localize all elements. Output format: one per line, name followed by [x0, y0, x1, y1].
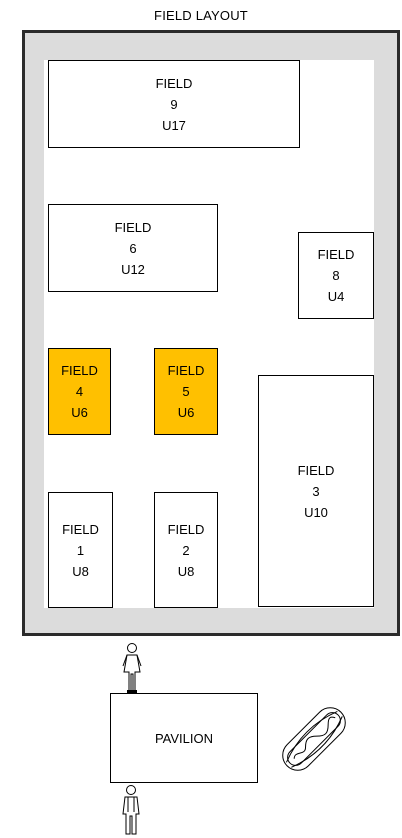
- field-label: FIELD: [167, 521, 205, 537]
- field-label: FIELD: [167, 363, 205, 378]
- person-icon: [122, 643, 142, 694]
- field-3: FIELD 3 U10: [258, 375, 374, 607]
- field-number: 5: [182, 384, 190, 399]
- field-6: FIELD 6 U12: [48, 204, 218, 292]
- field-1: FIELD 1 U8: [48, 492, 113, 608]
- field-age-group: U4: [327, 289, 345, 304]
- field-label: FIELD: [317, 247, 355, 262]
- field-age-group: U17: [162, 117, 186, 133]
- field-age-group: U10: [304, 504, 328, 520]
- field-age-group: U6: [177, 405, 195, 420]
- field-5: FIELD 5 U6: [154, 348, 218, 435]
- field-label: FIELD: [62, 521, 99, 537]
- field-9: FIELD 9 U17: [48, 60, 300, 148]
- field-label: FIELD: [155, 75, 193, 91]
- field-label: FIELD: [297, 462, 335, 478]
- pavilion-label: PAVILION: [154, 730, 214, 746]
- field-number: 4: [75, 384, 84, 399]
- field-age-group: U12: [121, 261, 145, 277]
- hotdog-icon: [282, 707, 346, 771]
- field-label: FIELD: [61, 363, 98, 378]
- field-number: 6: [129, 240, 137, 256]
- diagram-title: FIELD LAYOUT: [154, 8, 248, 23]
- field-2: FIELD 2 U8: [154, 492, 218, 608]
- field-8: FIELD 8 U4: [298, 232, 374, 319]
- field-number: 8: [332, 268, 340, 283]
- field-age-group: U8: [177, 563, 195, 579]
- field-4: FIELD 4 U6: [48, 348, 111, 435]
- field-label: FIELD: [114, 219, 152, 235]
- person-icon: [122, 785, 140, 835]
- field-number: 1: [76, 542, 85, 558]
- field-number: 2: [182, 542, 190, 558]
- field-age-group: U8: [72, 563, 89, 579]
- field-number: 9: [170, 96, 178, 112]
- field-age-group: U6: [71, 405, 88, 420]
- field-number: 3: [312, 483, 320, 499]
- pavilion: PAVILION: [110, 693, 258, 783]
